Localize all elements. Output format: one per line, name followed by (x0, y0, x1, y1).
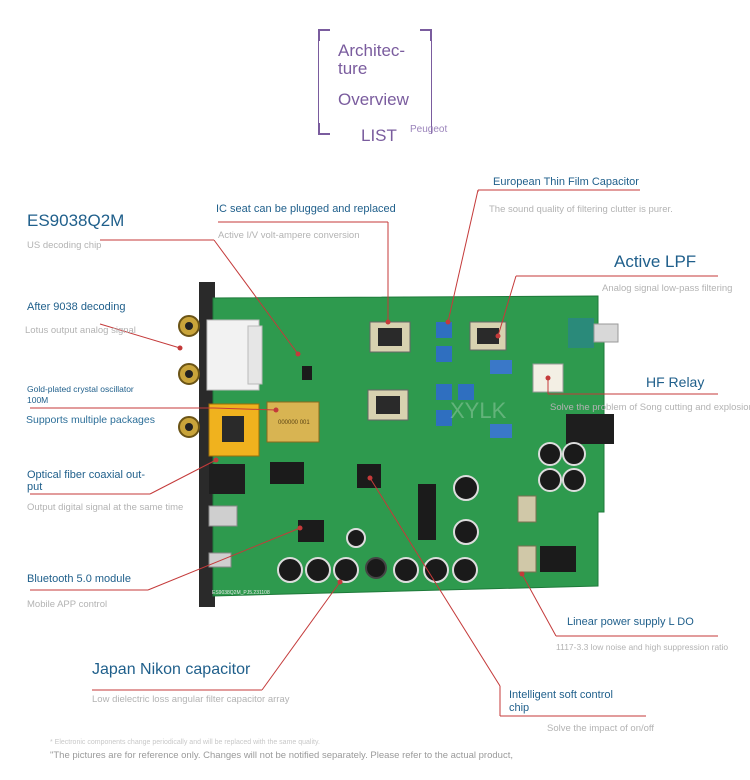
title-line-2: ture (338, 59, 368, 78)
label-optical-sub: Output digital signal at the same time (27, 502, 184, 513)
title-line-3: Overview (338, 90, 409, 109)
volume-potentiometer (568, 318, 594, 348)
label-nikon-title: Japan Nikon capacitor (92, 661, 251, 678)
usb-c-port (208, 552, 232, 568)
label-nikon-sub: Low dielectric loss angular filter capac… (92, 694, 290, 705)
label-film-cap-sub: The sound quality of filtering clutter i… (489, 204, 673, 215)
usb-port (208, 505, 238, 527)
nikon-capacitor (423, 557, 449, 583)
leader-lines (30, 189, 718, 717)
label-softctrl-sub: Solve the impact of on/off (547, 723, 655, 734)
capacitor (538, 442, 562, 466)
ldo-capacitor (517, 495, 537, 523)
label-softctrl-title2: chip (509, 702, 530, 714)
label-after9038-sub: Lotus output analog signal (25, 325, 136, 336)
title-line-1: Architec- (338, 41, 406, 60)
label-ic-seat-title: IC seat can be plugged and replaced (216, 203, 396, 215)
board-model-text: ES9038Q2M_PJ5.231108 (212, 590, 270, 596)
headphone-jack (566, 414, 614, 444)
film-capacitor (490, 360, 512, 374)
bluetooth-module (298, 520, 324, 542)
film-capacitor (436, 346, 452, 362)
brand-name: Peugeot (410, 124, 448, 135)
label-ldo-sub: 1117-3.3 low noise and high suppression … (556, 642, 729, 652)
frame-corner-ornament (318, 29, 330, 41)
footer-note-2: "The pictures are for reference only. Ch… (50, 750, 513, 761)
nikon-capacitor (393, 557, 419, 583)
film-capacitor (458, 384, 474, 400)
film-capacitor (490, 424, 512, 438)
label-optical-title: Optical fiber coaxial out- (27, 469, 145, 481)
capacitor (453, 519, 479, 545)
capacitor (562, 442, 586, 466)
leader-dots (177, 319, 551, 585)
nikon-capacitor (277, 557, 303, 583)
label-relay-sub: Solve the problem of Song cutting and ex… (550, 402, 750, 413)
film-capacitor (436, 384, 452, 400)
board-watermark: XYLK (450, 398, 507, 423)
title-frame (318, 29, 432, 135)
label-bluetooth-sub: Mobile APP control (27, 599, 108, 610)
ldo-capacitor (517, 545, 537, 573)
nikon-capacitor (333, 557, 359, 583)
label-ic-seat-sub: Active I/V volt-ampere conversion (218, 230, 360, 241)
nikon-capacitor (452, 557, 478, 583)
nikon-capacitor (305, 557, 331, 583)
film-capacitor (436, 410, 452, 426)
film-capacitor (436, 322, 452, 338)
label-softctrl-title: Intelligent soft control (509, 689, 613, 701)
svg-text:000000 001: 000000 001 (278, 420, 310, 426)
label-optical-title2: put (27, 481, 43, 493)
frame-corner-ornament (420, 29, 432, 41)
ldo-regulator (540, 546, 576, 572)
label-es9038-title: ES9038Q2M (27, 211, 125, 230)
label-crystal-title: Gold-plated crystal oscillator (27, 384, 134, 394)
label-ldo-title: Linear power supply L DO (567, 616, 694, 628)
label-bluetooth-title: Bluetooth 5.0 module (27, 573, 131, 585)
title-line-4: LIST (361, 126, 397, 145)
label-lpf-title: Active LPF (614, 252, 697, 271)
label-crystal-title2: 100M (27, 395, 49, 405)
capacitor (562, 468, 586, 492)
label-crystal-sub: Supports multiple packages (26, 414, 155, 426)
footer-note-1: * Electronic components change periodica… (50, 739, 320, 746)
capacitor (453, 475, 479, 501)
ic-chip (270, 462, 304, 484)
capacitor (346, 528, 366, 548)
frame-corner-ornament (318, 123, 330, 135)
label-es9038-sub: US decoding chip (27, 240, 102, 251)
inductor (365, 557, 387, 579)
label-lpf-sub: Analog signal low-pass filtering (602, 283, 733, 294)
label-after9038-title: After 9038 decoding (27, 301, 126, 313)
label-film-cap-title: European Thin Film Capacitor (493, 176, 639, 188)
dac-chip (418, 484, 436, 540)
crystal-oscillator (266, 401, 320, 443)
label-relay-title: HF Relay (646, 374, 705, 390)
jack-block (209, 464, 245, 494)
capacitor (538, 468, 562, 492)
